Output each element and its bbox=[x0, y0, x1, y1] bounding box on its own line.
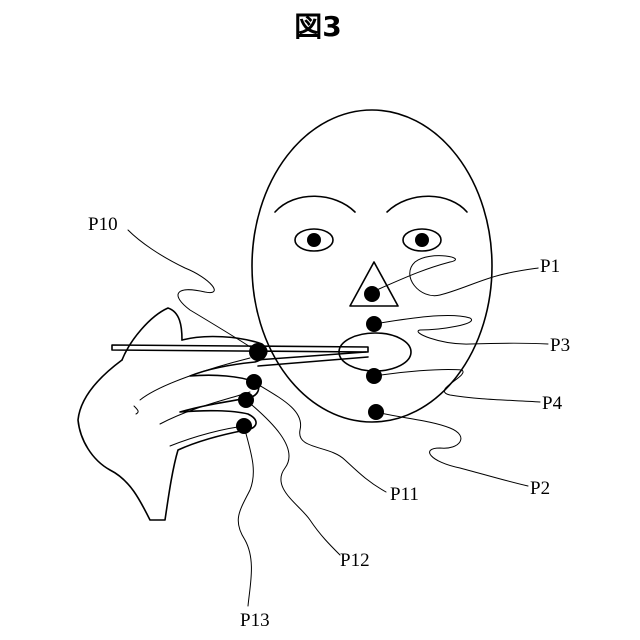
label-p11: P11 bbox=[390, 484, 419, 505]
right-pupil bbox=[415, 233, 429, 247]
label-p4: P4 bbox=[542, 393, 563, 414]
leader-p12 bbox=[246, 400, 340, 555]
finger-crease-2 bbox=[160, 392, 250, 424]
label-p1: P1 bbox=[540, 256, 560, 277]
label-p10: P10 bbox=[88, 214, 118, 235]
leader-p1 bbox=[372, 256, 538, 296]
measurement-points bbox=[236, 286, 384, 434]
point-p3-dot bbox=[366, 316, 382, 332]
chopstick-upper bbox=[112, 345, 368, 352]
point-p10-dot bbox=[249, 343, 267, 361]
left-eyebrow bbox=[275, 196, 355, 212]
right-eyebrow bbox=[387, 196, 467, 212]
label-p2: P2 bbox=[530, 478, 550, 499]
label-p12: P12 bbox=[340, 550, 370, 571]
point-p11-dot bbox=[246, 374, 262, 390]
finger-crease-3 bbox=[170, 426, 246, 446]
knuckle-mark bbox=[134, 406, 138, 414]
leader-p4 bbox=[374, 369, 540, 402]
left-pupil bbox=[307, 233, 321, 247]
leader-p2 bbox=[376, 412, 528, 486]
leader-p3 bbox=[374, 316, 548, 345]
hand-thumb bbox=[122, 308, 182, 360]
point-labels: P1 P3 P4 P2 P10 P11 P12 P13 bbox=[88, 214, 570, 631]
point-p13-dot bbox=[236, 418, 252, 434]
point-p1-dot bbox=[364, 286, 380, 302]
hand-with-chopsticks bbox=[78, 308, 368, 520]
leader-lines bbox=[128, 230, 548, 606]
leader-p13 bbox=[238, 426, 253, 606]
point-p4-dot bbox=[366, 368, 382, 384]
leader-p11 bbox=[254, 382, 386, 492]
label-p3: P3 bbox=[550, 335, 570, 356]
figure-title: 図3 bbox=[294, 10, 341, 43]
label-p13: P13 bbox=[240, 610, 270, 631]
point-p12-dot bbox=[238, 392, 254, 408]
point-p2-dot bbox=[368, 404, 384, 420]
leader-p10 bbox=[128, 230, 258, 352]
